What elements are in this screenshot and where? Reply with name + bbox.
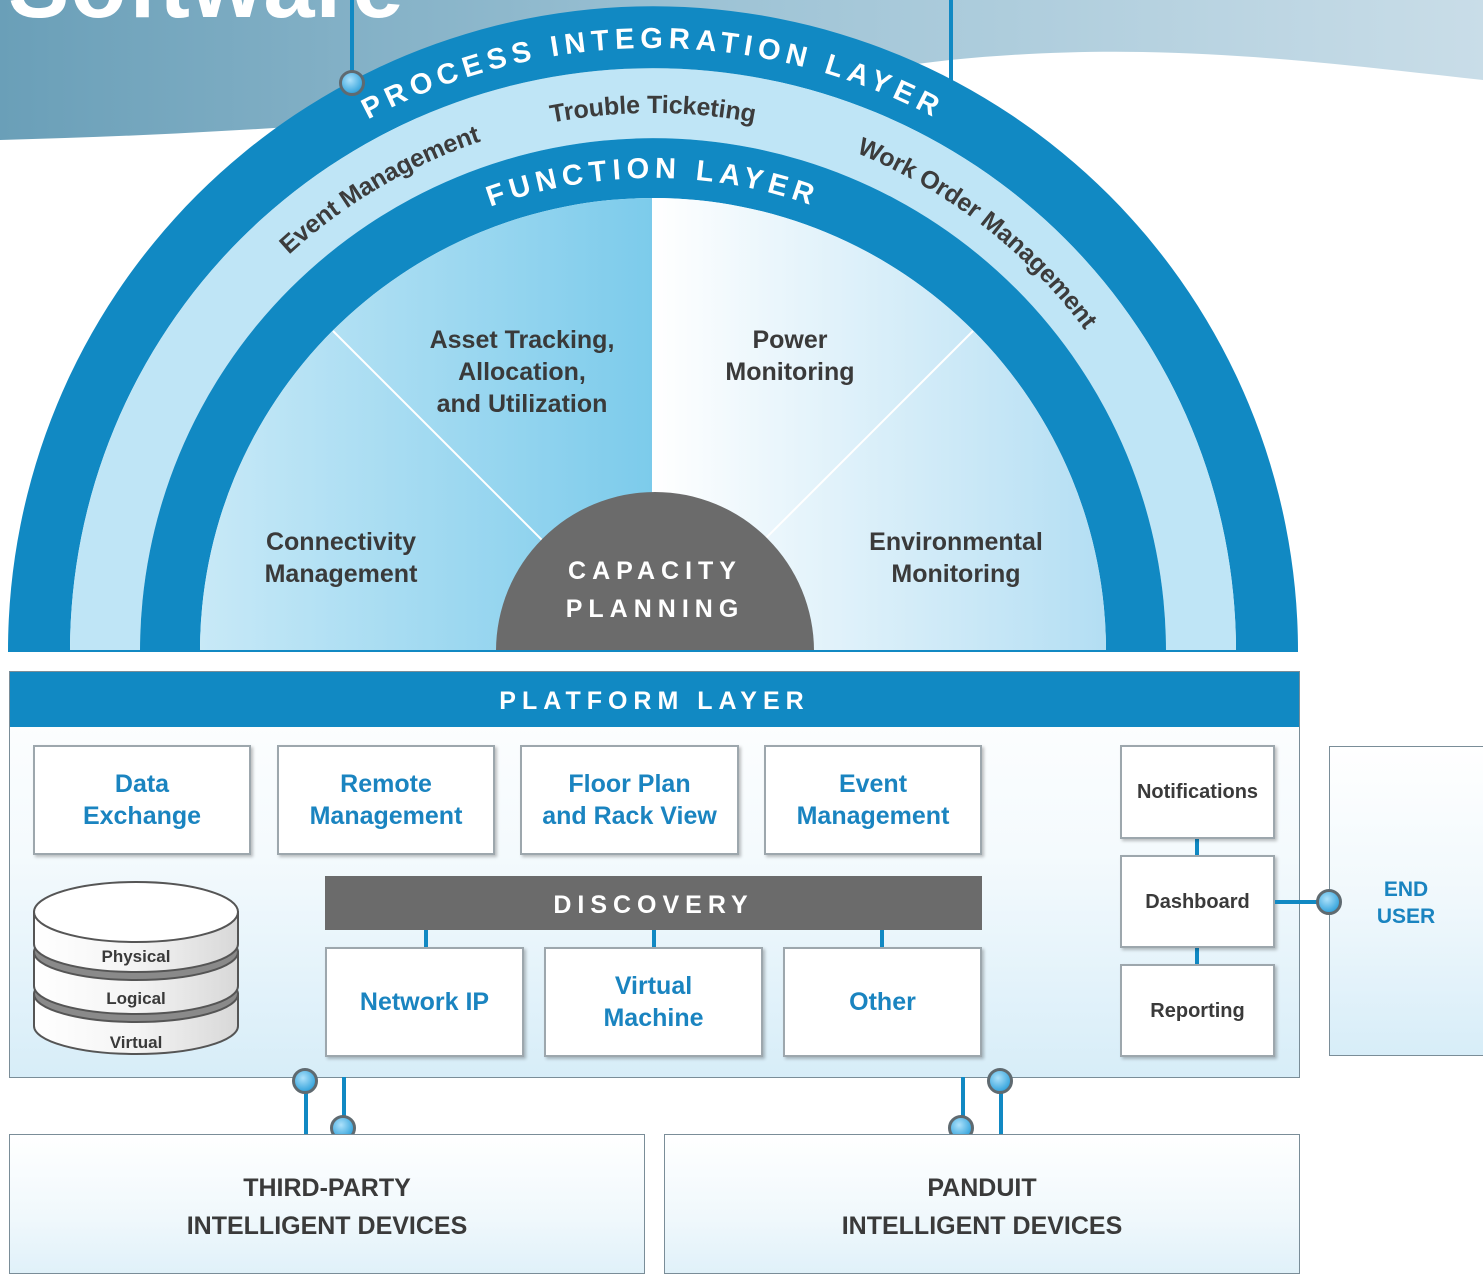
end-user-connector-node xyxy=(1316,889,1342,915)
platform-connector-node xyxy=(987,1068,1013,1094)
end-user-label: END USER xyxy=(1376,878,1436,928)
module-label: Remote Management xyxy=(309,770,463,830)
end-user-panel xyxy=(1329,746,1483,1056)
discovery-bar: DISCOVERY xyxy=(325,876,982,930)
output-connector xyxy=(1195,838,1199,856)
output-label: Dashboard xyxy=(1145,890,1250,913)
output-notifications: Notifications xyxy=(1120,745,1275,839)
segment-asset-tracking: Asset Tracking, Allocation, and Utilizat… xyxy=(429,326,615,418)
third-party-devices: THIRD-PARTY INTELLIGENT DEVICES xyxy=(9,1134,645,1274)
segment-connectivity-management: Connectivity Management xyxy=(264,528,418,588)
device-label-line2: INTELLIGENT DEVICES xyxy=(186,1212,468,1240)
device-label-line1: THIRD-PARTY xyxy=(243,1174,411,1202)
process-connector-node xyxy=(339,70,365,96)
platform-layer-title: PLATFORM LAYER xyxy=(10,672,1299,727)
data-layer-physical: Physical xyxy=(102,947,171,966)
device-connector xyxy=(342,1077,346,1117)
device-connector xyxy=(999,1080,1003,1135)
segment-power-monitoring: Power Monitoring xyxy=(725,326,855,386)
discovery-label: Network IP xyxy=(359,988,490,1016)
process-items-band xyxy=(70,68,1236,651)
segment-environmental-monitoring: Environmental Monitoring xyxy=(869,528,1043,588)
platform-connector-node xyxy=(292,1068,318,1094)
data-layer-virtual: Virtual xyxy=(110,1033,163,1052)
module-label: Floor Plan and Rack View xyxy=(542,770,717,830)
output-label: Reporting xyxy=(1150,999,1245,1022)
capacity-planning-core xyxy=(496,492,814,651)
partial-title: Software xyxy=(8,0,405,39)
output-reporting: Reporting xyxy=(1120,964,1275,1057)
data-layer-logical: Logical xyxy=(106,989,166,1008)
module-data-exchange: Data Exchange xyxy=(33,745,251,855)
function-layer-band xyxy=(140,138,1166,651)
discovery-network-ip: Network IP xyxy=(325,947,524,1057)
database-cylinder: Physical Logical Virtual xyxy=(33,881,239,1055)
module-event-management: Event Management xyxy=(764,745,982,855)
device-connector xyxy=(961,1077,965,1117)
dashboard-to-end-user-connector xyxy=(1275,900,1329,904)
device-label-line1: PANDUIT xyxy=(927,1174,1037,1202)
output-label: Notifications xyxy=(1136,781,1259,803)
capacity-planning-label: CAPACITY PLANNING xyxy=(565,557,745,623)
module-floor-plan: Floor Plan and Rack View xyxy=(520,745,739,855)
device-connector xyxy=(304,1080,308,1135)
discovery-other: Other xyxy=(783,947,982,1057)
discovery-label: Virtual Machine xyxy=(603,972,704,1032)
architecture-arch: PROCESS INTEGRATION LAYER Event Manageme… xyxy=(8,0,1298,652)
discovery-connector xyxy=(652,930,656,948)
discovery-label: Other xyxy=(849,988,916,1016)
output-connector xyxy=(1195,947,1199,965)
output-dashboard: Dashboard xyxy=(1120,855,1275,948)
module-label: Data Exchange xyxy=(82,770,202,830)
module-label: Event Management xyxy=(796,770,950,830)
module-remote-management: Remote Management xyxy=(277,745,495,855)
panduit-devices: PANDUIT INTELLIGENT DEVICES xyxy=(664,1134,1300,1274)
discovery-connector xyxy=(424,930,428,948)
discovery-virtual-machine: Virtual Machine xyxy=(544,947,763,1057)
discovery-connector xyxy=(880,930,884,948)
device-label-line2: INTELLIGENT DEVICES xyxy=(841,1212,1123,1240)
